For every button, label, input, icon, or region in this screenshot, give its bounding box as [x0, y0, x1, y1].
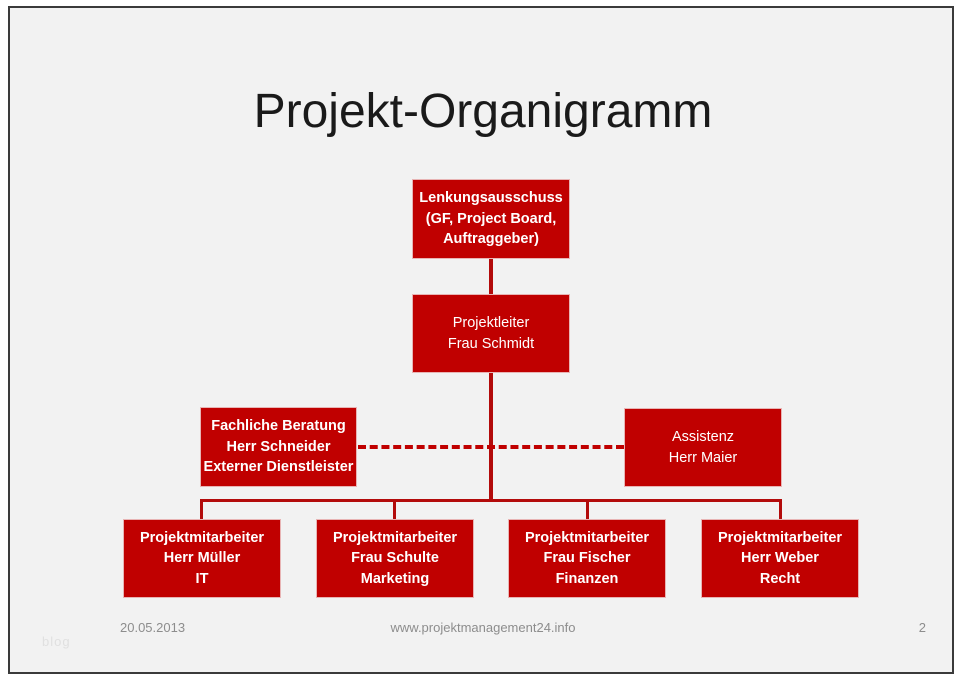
- node-technical-consulting-name: Herr Schneider: [226, 438, 331, 455]
- node-steering-committee-line2: (GF, Project Board,: [425, 210, 557, 227]
- connector-steering-to-leader: [489, 259, 493, 295]
- node-team-member-3-name: Herr Weber: [741, 550, 819, 567]
- node-steering-committee-line3: Auftraggeber): [443, 231, 539, 248]
- node-team-member-0-dept: IT: [195, 570, 209, 587]
- node-project-leader-role: Projektleiter: [452, 315, 530, 331]
- node-team-member-2[interactable]: Projektmitarbeiter Frau Fischer Finanzen: [508, 519, 666, 598]
- connector-dashed-consulting-assistance: [358, 445, 624, 449]
- node-steering-committee-line1: Lenkungsausschuss: [419, 190, 563, 207]
- connector-drop-member-3: [779, 499, 782, 520]
- node-assistance[interactable]: Assistenz Herr Maier: [624, 408, 782, 487]
- node-team-member-1[interactable]: Projektmitarbeiter Frau Schulte Marketin…: [316, 519, 474, 598]
- connector-member-bus: [200, 499, 782, 502]
- node-team-member-1-name: Frau Schulte: [351, 550, 439, 567]
- connector-drop-member-2: [586, 499, 589, 520]
- node-team-member-0-role: Projektmitarbeiter: [139, 529, 265, 546]
- node-assistance-role: Assistenz: [671, 429, 735, 445]
- footer-page-number: 2: [918, 620, 926, 635]
- node-steering-committee[interactable]: Lenkungsausschuss (GF, Project Board, Au…: [412, 179, 570, 259]
- connector-drop-member-1: [393, 499, 396, 520]
- node-assistance-name: Herr Maier: [668, 449, 738, 466]
- page-title: Projekt-Organigramm: [253, 85, 713, 138]
- node-team-member-1-dept: Marketing: [360, 570, 430, 587]
- node-team-member-2-dept: Finanzen: [555, 570, 619, 587]
- node-team-member-3-dept: Recht: [759, 570, 801, 587]
- connector-drop-member-0: [200, 499, 203, 520]
- node-technical-consulting-role: Fachliche Beratung: [211, 418, 346, 435]
- node-team-member-0[interactable]: Projektmitarbeiter Herr Müller IT: [123, 519, 281, 598]
- connector-leader-to-bus: [489, 373, 493, 502]
- node-technical-consulting[interactable]: Fachliche Beratung Herr Schneider Extern…: [200, 407, 357, 487]
- blog-watermark: blog: [42, 634, 71, 649]
- node-team-member-0-name: Herr Müller: [163, 550, 241, 567]
- footer-url: www.projektmanagement24.info: [390, 620, 576, 635]
- node-team-member-3[interactable]: Projektmitarbeiter Herr Weber Recht: [701, 519, 859, 598]
- slide-canvas: Projekt-Organigramm Lenkungsausschuss (G…: [8, 6, 954, 674]
- node-team-member-3-role: Projektmitarbeiter: [717, 529, 843, 546]
- node-team-member-1-role: Projektmitarbeiter: [332, 529, 458, 546]
- node-team-member-2-name: Frau Fischer: [543, 550, 631, 567]
- node-project-leader[interactable]: Projektleiter Frau Schmidt: [412, 294, 570, 373]
- footer-date: 20.05.2013: [120, 620, 186, 635]
- node-technical-consulting-type: Externer Dienstleister: [203, 459, 354, 476]
- node-team-member-2-role: Projektmitarbeiter: [524, 529, 650, 546]
- node-project-leader-name: Frau Schmidt: [447, 335, 535, 352]
